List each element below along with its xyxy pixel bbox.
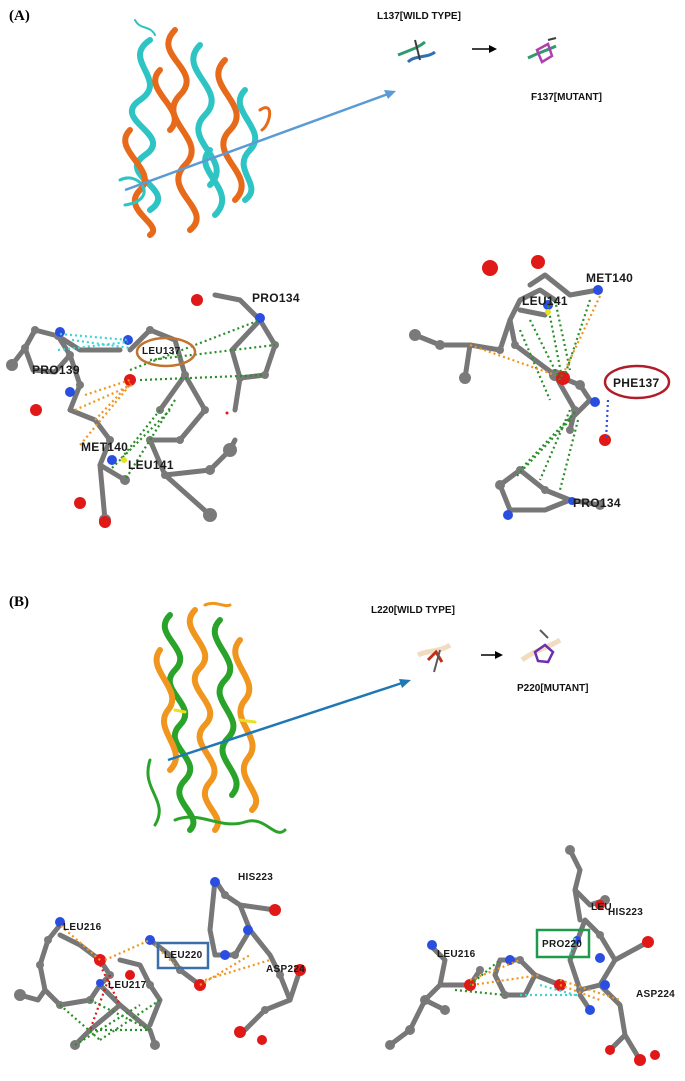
panel-a-wild-residue-pro139: PRO139 <box>32 363 80 377</box>
panel-b-mutation-arrow <box>481 651 503 659</box>
panel-a-mutant-residue-pro134: PRO134 <box>573 496 621 510</box>
panel-b-mutant-residue-his223: HIS223 <box>608 907 644 918</box>
panel-b-mutant-residue-icon <box>520 629 562 664</box>
panel-b-arrow <box>167 679 411 762</box>
panel-b-mutant-residue-pro220: PRO220 <box>542 939 583 950</box>
panel-b-wild-residue-leu220: LEU220 <box>164 950 203 961</box>
panel-b-wild-residue-leu217: LEU217 <box>108 980 147 991</box>
panel-a-mutant-label: F137[MUTANT] <box>531 92 602 103</box>
panel-b-mutant-label: P220[MUTANT] <box>517 683 589 694</box>
panel-b-mutant-interaction-diagram <box>385 845 660 1066</box>
panel-a-wild-residue-icon <box>397 39 436 64</box>
wild-a-oxygen-atoms <box>30 294 229 528</box>
panel-a-wild-residue-met140: MET140 <box>81 440 129 454</box>
panel-b-wild-highlight-box <box>156 941 210 970</box>
panel-b-wild-interaction-diagram <box>14 877 306 1050</box>
panel-b-wild-residue-asp224: ASP224 <box>266 964 306 975</box>
panel-a-wild-highlight-ring <box>135 336 197 368</box>
panel-b-wild-residue-leu216: LEU216 <box>63 922 102 933</box>
panel-b-wild-residue-his223: HIS223 <box>238 872 274 883</box>
panel-a-mutant-interaction-diagram <box>409 255 611 520</box>
panel-a-mutant-residue-icon <box>527 37 557 64</box>
panel-b-wild-type-label: L220[WILD TYPE] <box>371 605 455 616</box>
panel-b-mutant-residue-leu216: LEU216 <box>437 949 476 960</box>
panel-a-wild-residue-leu141: LEU141 <box>128 458 174 472</box>
panel-a-wild-interaction-diagram <box>6 292 279 528</box>
panel-b-mutant-residue-leu: LEU <box>591 902 612 913</box>
panel-a-arrow <box>124 90 396 192</box>
panel-a-label: (A) <box>9 8 30 24</box>
panel-a-wild-type-label: L137[WILD TYPE] <box>377 11 461 22</box>
panel-b-mutant-highlight-box <box>535 928 591 959</box>
panel-a-mutant-highlight-ring <box>603 364 671 400</box>
wild-a-nitrogen-atoms <box>55 313 265 465</box>
panel-a-wild-residue-leu137: LEU137 <box>142 346 181 357</box>
panel-a-mutant-residue-leu141: LEU141 <box>522 294 568 308</box>
panel-b-label: (B) <box>9 594 29 610</box>
panel-b-protein-structure <box>146 601 287 834</box>
panel-a-mutation-arrow <box>472 45 497 53</box>
panel-b-wild-residue-icon <box>416 642 452 673</box>
panel-b-mutant-residue-asp224: ASP224 <box>636 989 676 1000</box>
panel-a-mutant-residue-met140: MET140 <box>586 271 634 285</box>
wild-a-atoms <box>6 316 279 526</box>
panel-a-wild-residue-pro134: PRO134 <box>252 291 300 305</box>
panel-a-mutant-residue-phe137: PHE137 <box>613 376 660 390</box>
panel-a-protein-structure <box>118 19 272 238</box>
